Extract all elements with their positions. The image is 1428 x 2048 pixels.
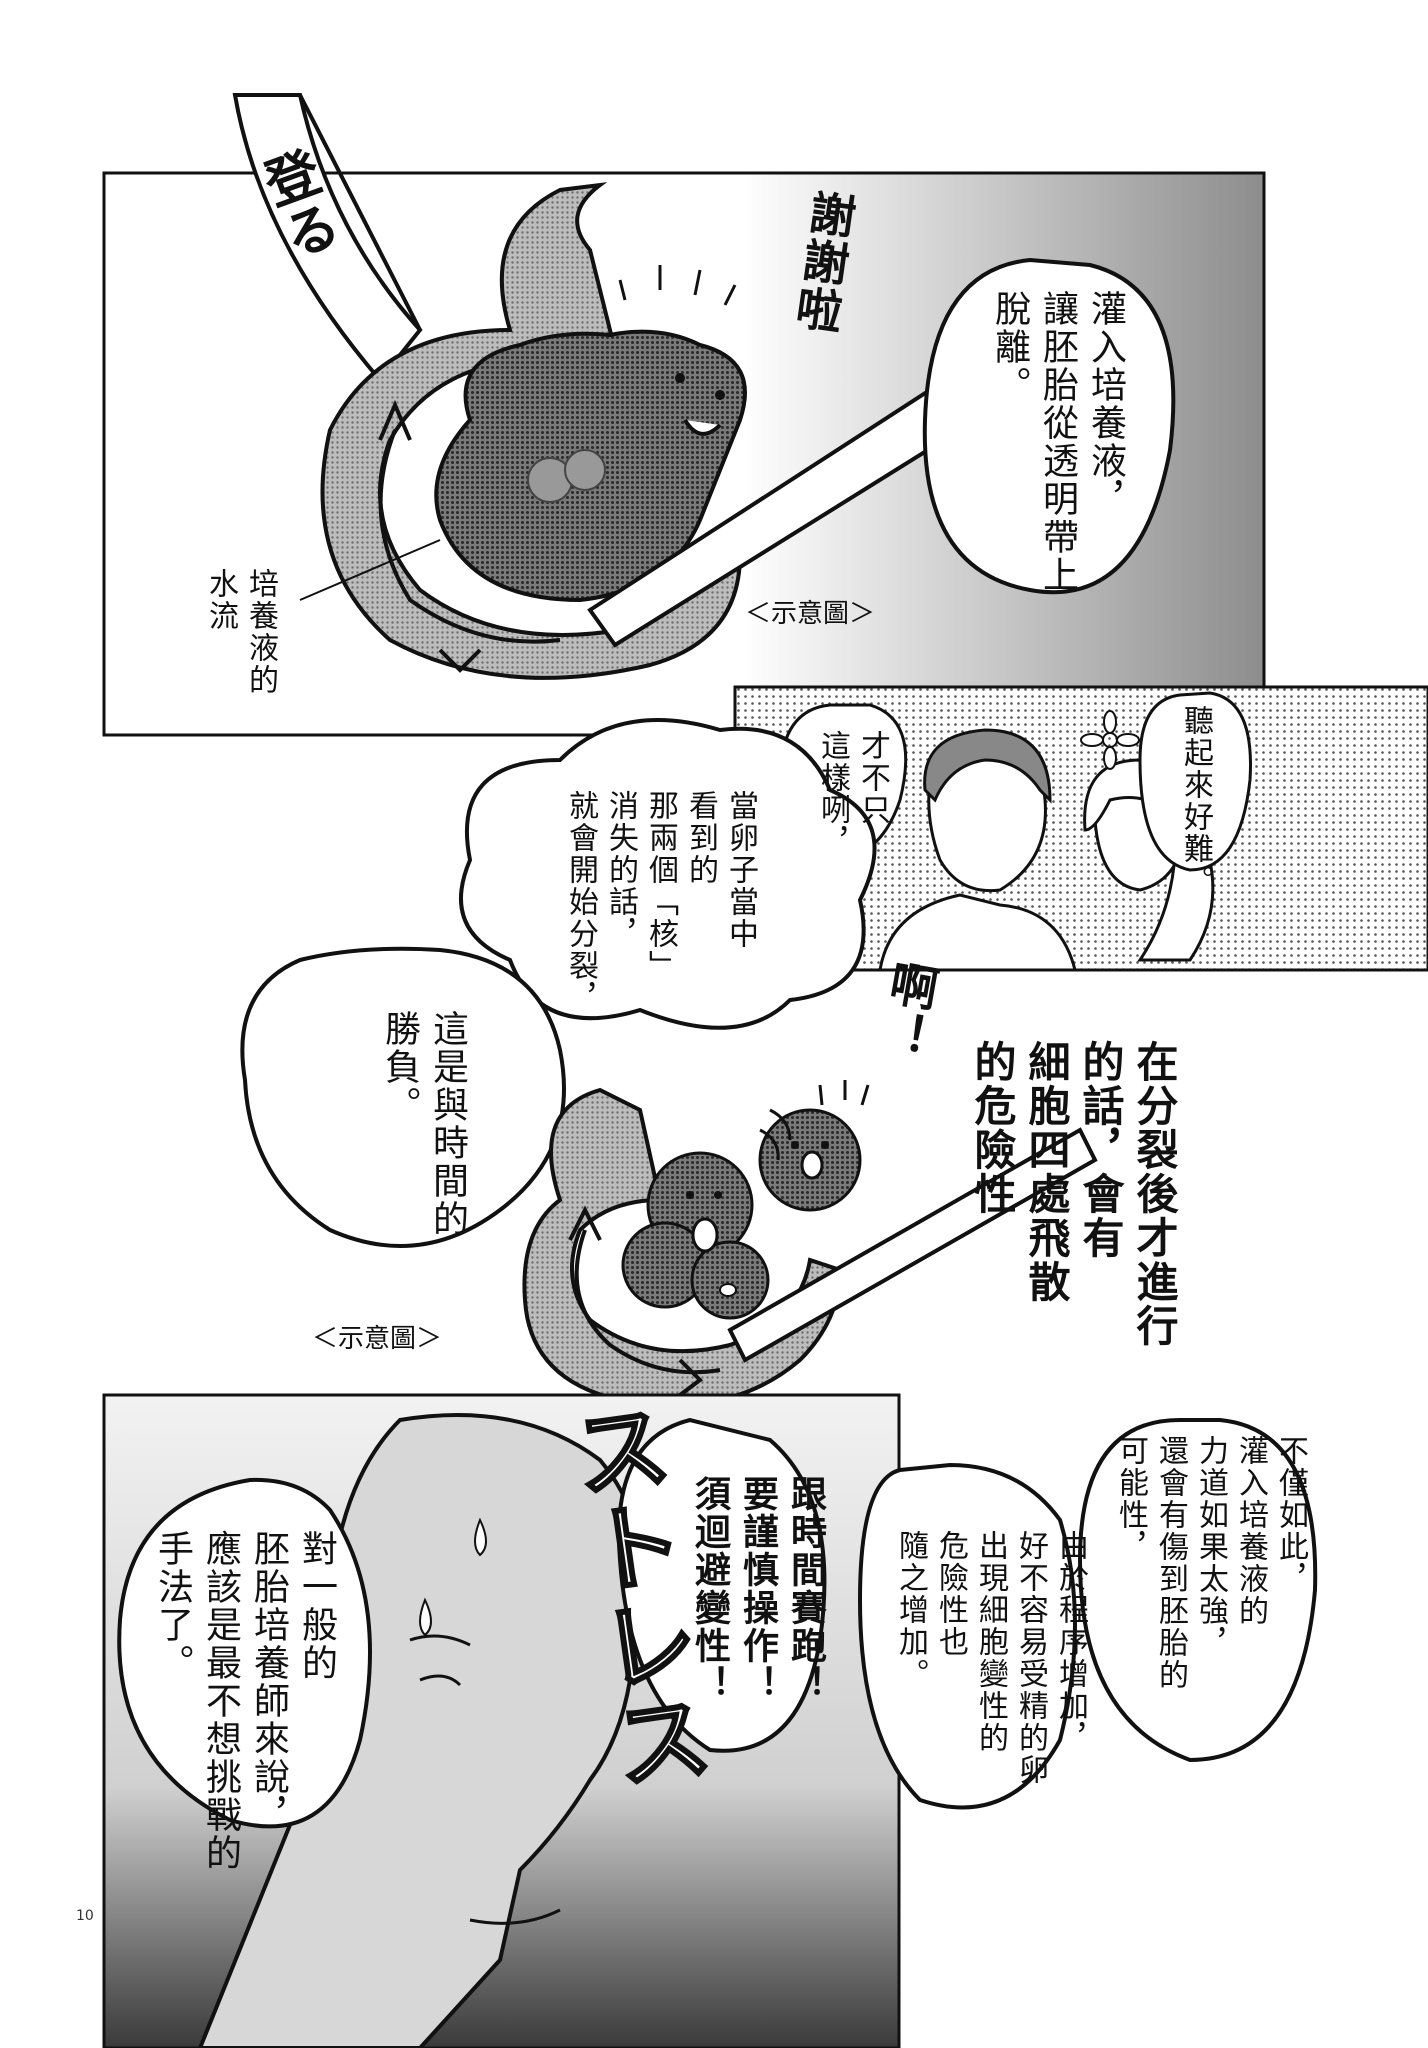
speech-force-too-strong: 不僅如此， 灌入培養液的 力道如果太強， 還會有傷到胚胎的 可能性， (1113, 1435, 1308, 1691)
caption-diagram-2: ＜示意圖＞ (312, 1324, 443, 1354)
speech-not-only: 才不只 這樣咧， (815, 730, 890, 858)
panel-3 (522, 1080, 1098, 1407)
speech-inject-medium: 灌入培養液， 讓胚胎從透明帶上 脫離。 (989, 290, 1126, 594)
flower-icon (1080, 710, 1140, 770)
narration-cells-scatter: 在分裂後才進行 的話，會有 細胞四處飛散 的危險性 (968, 1040, 1179, 1348)
speech-race-time-careful: 跟時間賽跑！ 要謹慎操作！ 須迴避變性！ (689, 1475, 826, 1703)
label-medium-flow: 培養液的 水流 (203, 568, 278, 696)
speech-general-embryologist: 對一般的 胚胎培養師來說， 應該是最不想挑戰的 手法了。 (152, 1530, 337, 1872)
caption-diagram-1: ＜示意圖＞ (745, 599, 876, 629)
speech-race-against-time: 這是與時間的 勝負。 (379, 1010, 468, 1238)
speech-nuclei-disappear: 當卵子當中 看到的 那兩個「核」 消失的話， 就會開始分裂， (563, 790, 758, 1014)
page-number: 10 (76, 1908, 94, 1924)
speech-sounds-hard: 聽起來好難。 (1178, 705, 1213, 897)
speech-procedure-increase: 由於程序增加， 好不容易受精的卵 出現細胞變性的 危險性也 隨之增加。 (893, 1530, 1088, 1786)
panel-1 (102, 93, 1266, 737)
panel-4 (102, 1393, 1318, 2048)
